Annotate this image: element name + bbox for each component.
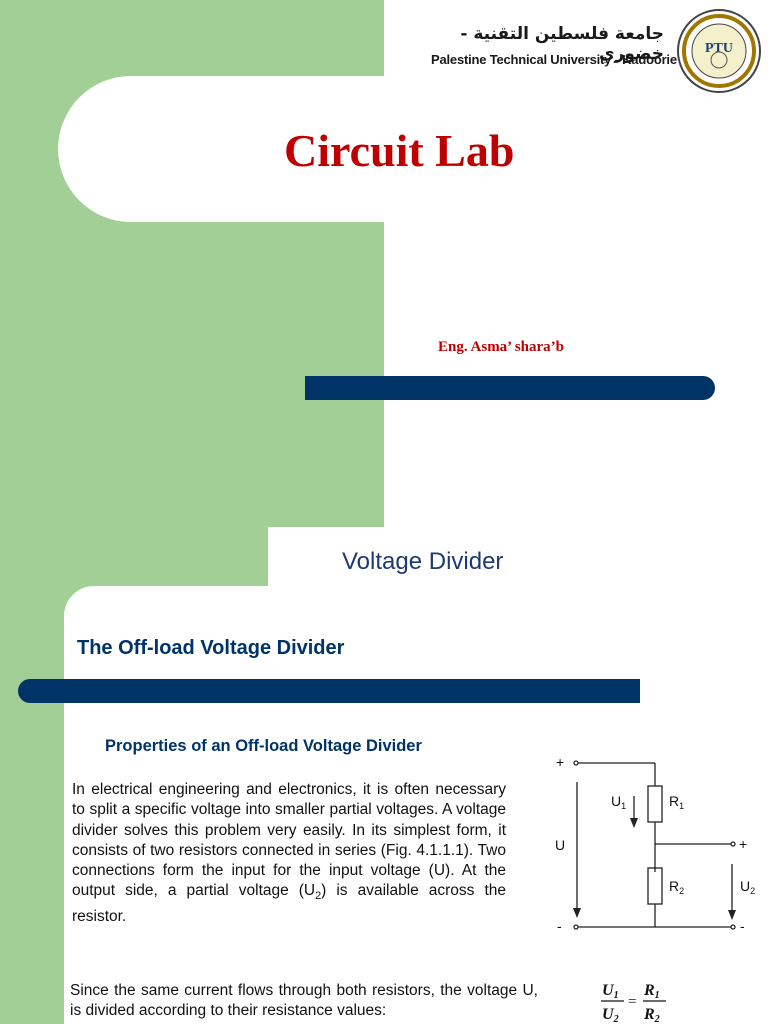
paragraph-subscript: 2 — [315, 890, 322, 903]
slide-title: Circuit Lab — [284, 125, 515, 176]
paragraph-description: In electrical engineering and electronic… — [72, 780, 506, 927]
formula-den-left: U2 — [602, 1006, 619, 1024]
divider-bar-top — [305, 376, 715, 400]
circuit-minus-out: - — [740, 918, 745, 934]
section-title: The Off-load Voltage Divider — [77, 637, 345, 659]
paragraph-current: Since the same current flows through bot… — [70, 982, 538, 1020]
paragraph-text-b: ) is available across the resistor. — [72, 882, 507, 925]
circuit-u-label: U — [555, 837, 565, 853]
circuit-r1-label: R1 — [669, 793, 684, 811]
formula-num-right: R1 — [643, 982, 660, 1001]
circuit-r2-label: R2 — [669, 878, 684, 896]
circuit-minus-in: - — [557, 918, 562, 934]
divider-bar-bottom — [18, 679, 640, 703]
formula-den-right: R2 — [643, 1006, 660, 1024]
university-name-english: Palestine Technical University - Kadoori… — [431, 52, 677, 67]
voltage-ratio-formula: U1 U2 = R1 R2 — [601, 982, 666, 1024]
subsection-title: Properties of an Off-load Voltage Divide… — [105, 737, 422, 755]
formula-equals: = — [628, 994, 636, 1010]
university-logo: PTU — [677, 9, 761, 93]
circuit-u2-label: U2 — [740, 878, 755, 896]
circuit-u1-label: U1 — [611, 793, 626, 811]
title-bubble — [58, 76, 478, 222]
formula-num-left: U1 — [602, 982, 619, 1001]
voltage-divider-circuit: + - + - U U1 R1 R2 U2 — [555, 754, 755, 934]
topic-title: Voltage Divider — [342, 548, 504, 575]
author-name: Eng. Asma’ shara’b — [438, 339, 564, 355]
logo-ptu-text: PTU — [705, 41, 733, 56]
paragraph-text-a: In electrical engineering and electronic… — [72, 781, 506, 900]
circuit-plus-out: + — [739, 836, 747, 852]
content-panel-bottom — [64, 974, 768, 1024]
circuit-plus-in: + — [556, 754, 564, 770]
university-name-arabic: جامعة فلسطين التقنية - خضوري — [460, 24, 664, 64]
